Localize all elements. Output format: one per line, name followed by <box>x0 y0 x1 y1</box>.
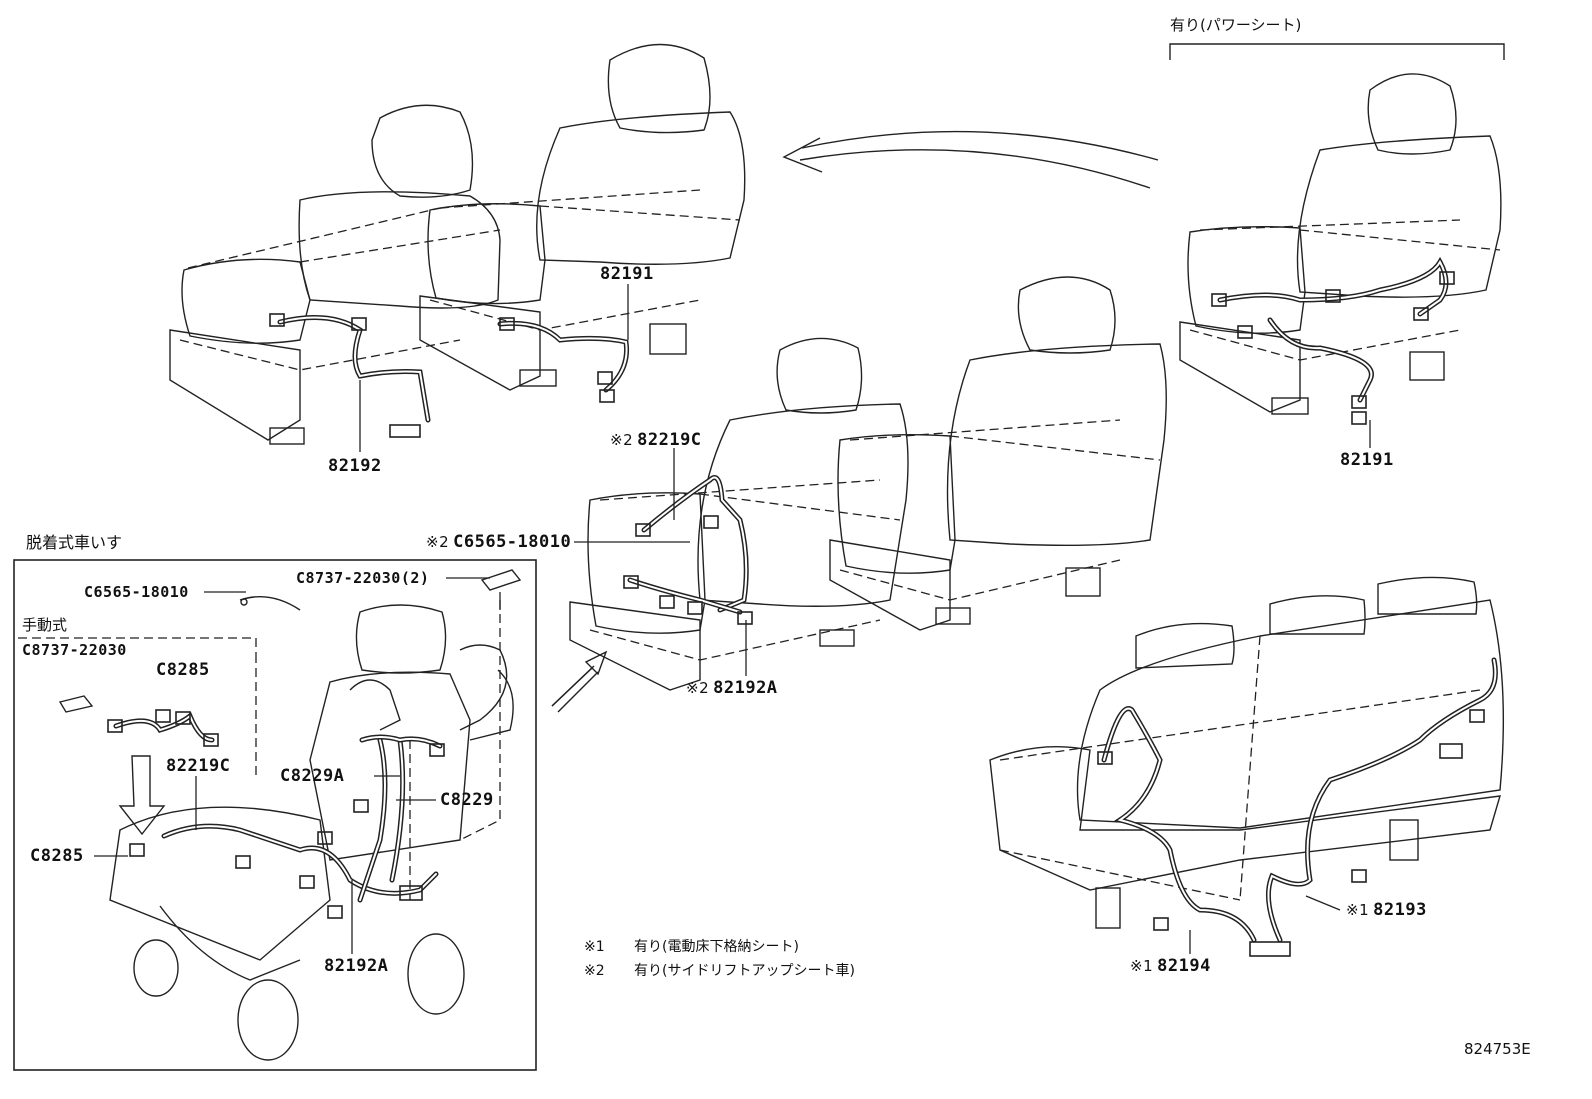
part-number: 82194 <box>1157 956 1211 976</box>
inset-label-82192A: 82192A <box>324 956 389 976</box>
note-text: 有り(サイドリフトアップシート車) <box>634 963 855 979</box>
part-number: 82192A <box>713 678 778 698</box>
note-row-2: ※2 有り(サイドリフトアップシート車) <box>584 962 855 980</box>
inset-label-C6565: C6565-18010 <box>84 583 189 601</box>
note-mark-1: ※1 <box>1346 901 1370 919</box>
part-number: 82193 <box>1373 900 1427 920</box>
part-label-82192: 82192 <box>328 456 382 476</box>
insert-arrow <box>551 650 608 713</box>
inset-title: 脱着式車いす <box>26 533 123 552</box>
transfer-arrow-top <box>782 130 1159 189</box>
inset-label-C8229A: C8229A <box>280 766 345 786</box>
note-mark-2: ※2 <box>686 679 710 697</box>
note-text: 有り(電動床下格納シート) <box>634 939 799 955</box>
part-number: C6565-18010 <box>453 532 572 552</box>
seat-pair-top-left <box>169 43 746 452</box>
note-row-1: ※1 有り(電動床下格納シート) <box>584 938 799 956</box>
power-seat-label: 有り(パワーシート) <box>1170 16 1302 34</box>
part-label-82191-right: 82191 <box>1340 450 1394 470</box>
note-key: ※2 <box>584 963 605 979</box>
part-label-82191-top: 82191 <box>600 264 654 284</box>
power-seat-bracket <box>1169 43 1505 60</box>
wheelchair-inset <box>13 559 537 1071</box>
inset-label-C8737: C8737-22030 <box>22 641 127 659</box>
power-seat-right <box>1179 73 1502 448</box>
note-mark-2: ※2 <box>426 533 450 551</box>
manual-type-bracket <box>18 637 257 654</box>
part-number: 82219C <box>637 430 702 450</box>
manual-type-label: 手動式 <box>22 616 68 634</box>
figure-id: 824753E <box>1464 1040 1531 1058</box>
note-key: ※1 <box>584 939 605 955</box>
inset-label-C8229: C8229 <box>440 790 494 810</box>
note-mark-1: ※1 <box>1130 957 1154 975</box>
bench-seat-bottom-right <box>989 576 1505 957</box>
inset-label-82219C: 82219C <box>166 756 231 776</box>
inset-label-C8737-2: C8737-22030(2) <box>296 569 430 587</box>
inset-label-C8285-side: C8285 <box>30 846 84 866</box>
side-lift-seats-middle <box>569 276 1167 691</box>
inset-label-C8285-top: C8285 <box>156 660 210 680</box>
note-mark-2: ※2 <box>610 431 634 449</box>
